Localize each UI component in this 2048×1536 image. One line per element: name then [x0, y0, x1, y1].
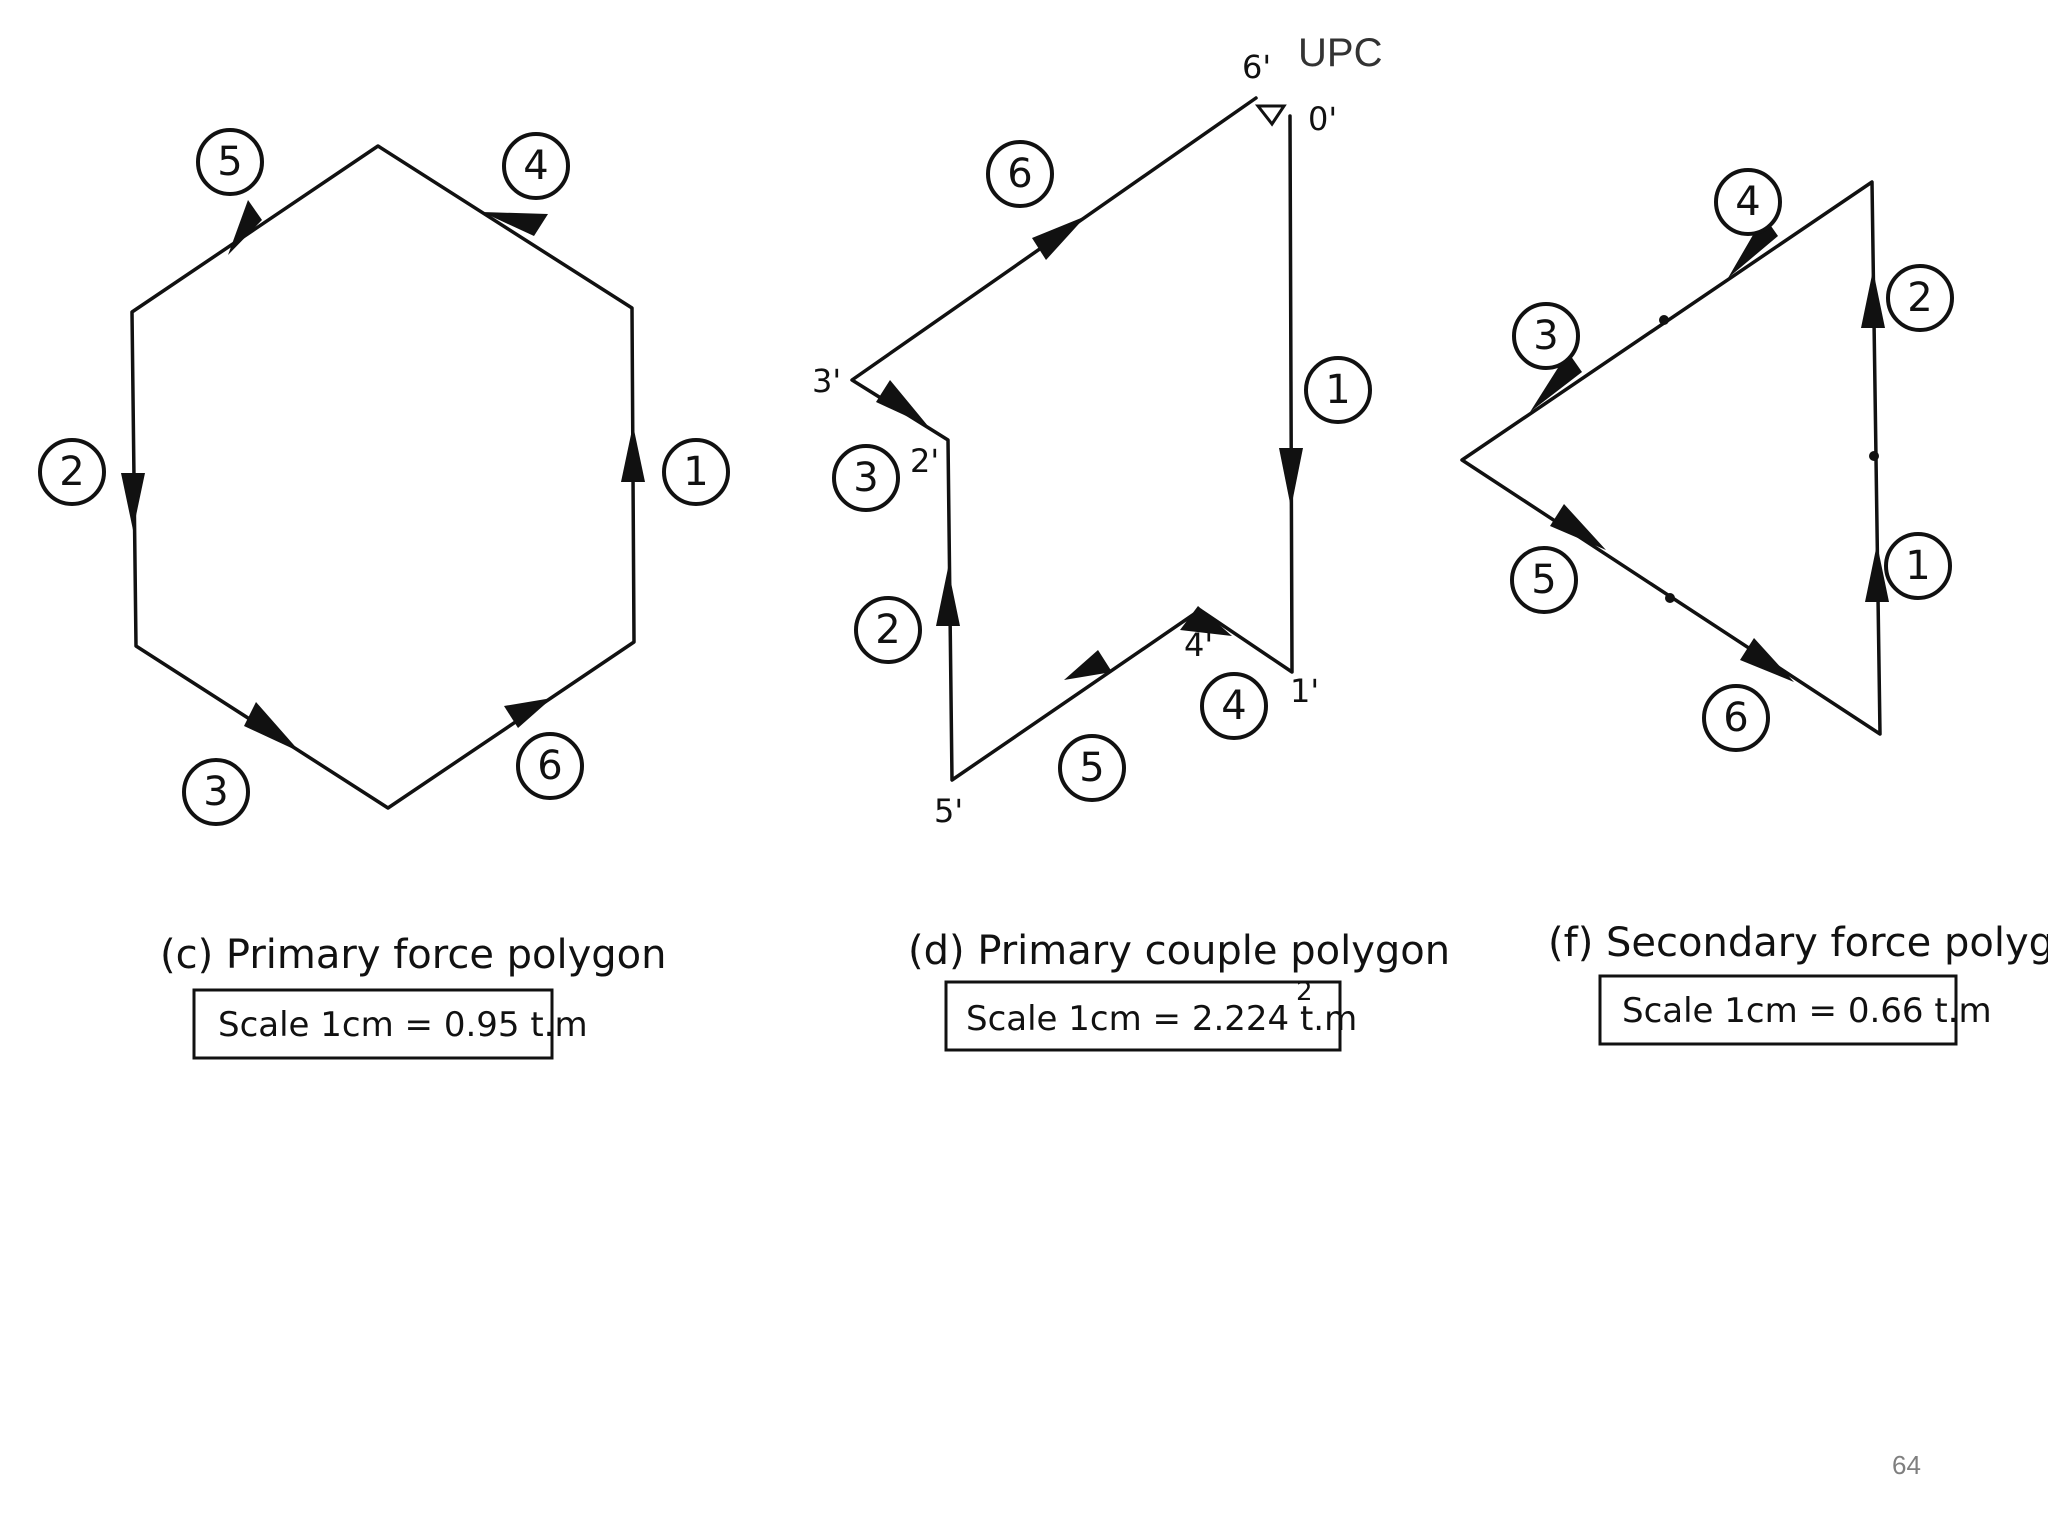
svg-text:5: 5 — [1531, 557, 1556, 603]
svg-text:6: 6 — [537, 743, 562, 789]
arrow-edge-5 — [1064, 650, 1112, 680]
secondary-force-polygon: 1 2 3 4 5 6 (f) Secondary force polygon … — [1460, 168, 2048, 1046]
upc-label: UPC — [1298, 31, 1382, 75]
scale-box-secondary-force — [1598, 974, 1958, 1046]
svg-text:2: 2 — [1907, 275, 1932, 321]
edge-label-1: 1 — [1884, 532, 1952, 600]
scale-primary-couple: Scale 1cm = 2.224 t.m — [966, 999, 1357, 1039]
upc-marker-icon — [1254, 104, 1287, 127]
arrow-edge-2 — [121, 473, 145, 530]
svg-text:2: 2 — [875, 607, 900, 653]
scale-primary-force: Scale 1cm = 0.95 t.m — [218, 1005, 588, 1045]
svg-text:4: 4 — [1221, 683, 1246, 729]
svg-text:3: 3 — [1533, 313, 1558, 359]
arrow-edge-3 — [1530, 352, 1582, 412]
svg-text:1: 1 — [683, 449, 708, 495]
edge-label-3: 3 — [1512, 302, 1580, 370]
arrow-edge-4 — [1180, 606, 1232, 636]
edge-label-6: 6 — [986, 140, 1054, 208]
vertex-label-2prime: 2' — [910, 442, 939, 480]
edge-label-2: 2 — [1886, 264, 1954, 332]
arrow-edge-5 — [1550, 504, 1606, 550]
caption-secondary-force: (f) Secondary force polygon — [1548, 920, 2048, 966]
svg-text:1: 1 — [1905, 543, 1930, 589]
scale-box-primary-force — [192, 988, 554, 1060]
edge-label-4: 4 — [1714, 168, 1782, 236]
arrow-edge-3 — [244, 702, 300, 752]
svg-text:5: 5 — [1079, 745, 1104, 791]
edge-label-4: 4 — [1200, 672, 1268, 740]
vertex-label-6prime: 6' — [1242, 48, 1271, 86]
vertex-label-1prime: 1' — [1290, 672, 1319, 710]
caption-primary-couple: (d) Primary couple polygon — [908, 928, 1450, 974]
vertex-label-3prime: 3' — [812, 362, 841, 400]
edge-label-6: 6 — [1702, 684, 1770, 752]
arrow-edge-2 — [936, 568, 960, 626]
edge-label-3: 3 — [832, 444, 900, 512]
edge-label-5: 5 — [1058, 734, 1126, 802]
arrow-edge-6 — [504, 698, 552, 728]
arrow-edge-2 — [1861, 270, 1885, 328]
vertex-label-5prime: 5' — [934, 792, 963, 830]
edge-dot — [1869, 451, 1879, 461]
edge-label-2: 2 — [854, 596, 922, 664]
arrow-edge-4 — [482, 212, 548, 236]
edge-dot — [1665, 593, 1675, 603]
scale-secondary-force: Scale 1cm = 0.66 t.m — [1622, 991, 1992, 1031]
primary-couple-polygon: 6' 0' 3' 2' 4' 1' 5' UPC 1 2 3 4 5 — [812, 31, 1450, 1052]
svg-text:3: 3 — [203, 769, 228, 815]
svg-text:5: 5 — [217, 139, 242, 185]
scale-box-primary-couple — [944, 980, 1342, 1052]
svg-text:6: 6 — [1723, 695, 1748, 741]
edge-dot — [1659, 315, 1669, 325]
page-number: 64 — [1892, 1450, 1921, 1480]
caption-primary-force: (c) Primary force polygon — [160, 932, 667, 978]
arrow-edge-6 — [1740, 638, 1794, 682]
edge-label-6: 6 — [516, 732, 584, 800]
edge-label-4: 4 — [502, 132, 570, 200]
edge-label-5: 5 — [196, 128, 264, 196]
edge-label-1: 1 — [1304, 356, 1372, 424]
hexagon-outline — [130, 144, 636, 810]
edge-label-3: 3 — [182, 758, 250, 826]
arrow-edge-5 — [228, 200, 262, 255]
arrow-edge-4 — [1728, 216, 1778, 278]
arrow-edge-1 — [1865, 544, 1889, 602]
svg-text:6: 6 — [1007, 151, 1032, 197]
svg-text:4: 4 — [1735, 179, 1760, 225]
vertex-label-4prime: 4' — [1184, 626, 1213, 664]
svg-text:1: 1 — [1325, 367, 1350, 413]
svg-text:3: 3 — [853, 455, 878, 501]
arrow-edge-3 — [876, 380, 928, 426]
svg-text:2: 2 — [59, 449, 84, 495]
edge-label-1: 1 — [662, 438, 730, 506]
scale-superscript: 2 — [1296, 977, 1313, 1007]
triangle-outline — [1460, 180, 1882, 736]
edge-label-5: 5 — [1510, 546, 1578, 614]
svg-text:4: 4 — [523, 143, 548, 189]
edge-label-2: 2 — [38, 438, 106, 506]
vertex-label-0prime: 0' — [1308, 100, 1337, 138]
primary-force-polygon: 1 2 3 4 5 6 (c) Primary force polygon Sc… — [38, 128, 730, 1060]
arrow-edge-1 — [621, 425, 645, 482]
arrow-edge-6 — [1032, 216, 1086, 260]
arrow-edge-1 — [1279, 448, 1303, 508]
